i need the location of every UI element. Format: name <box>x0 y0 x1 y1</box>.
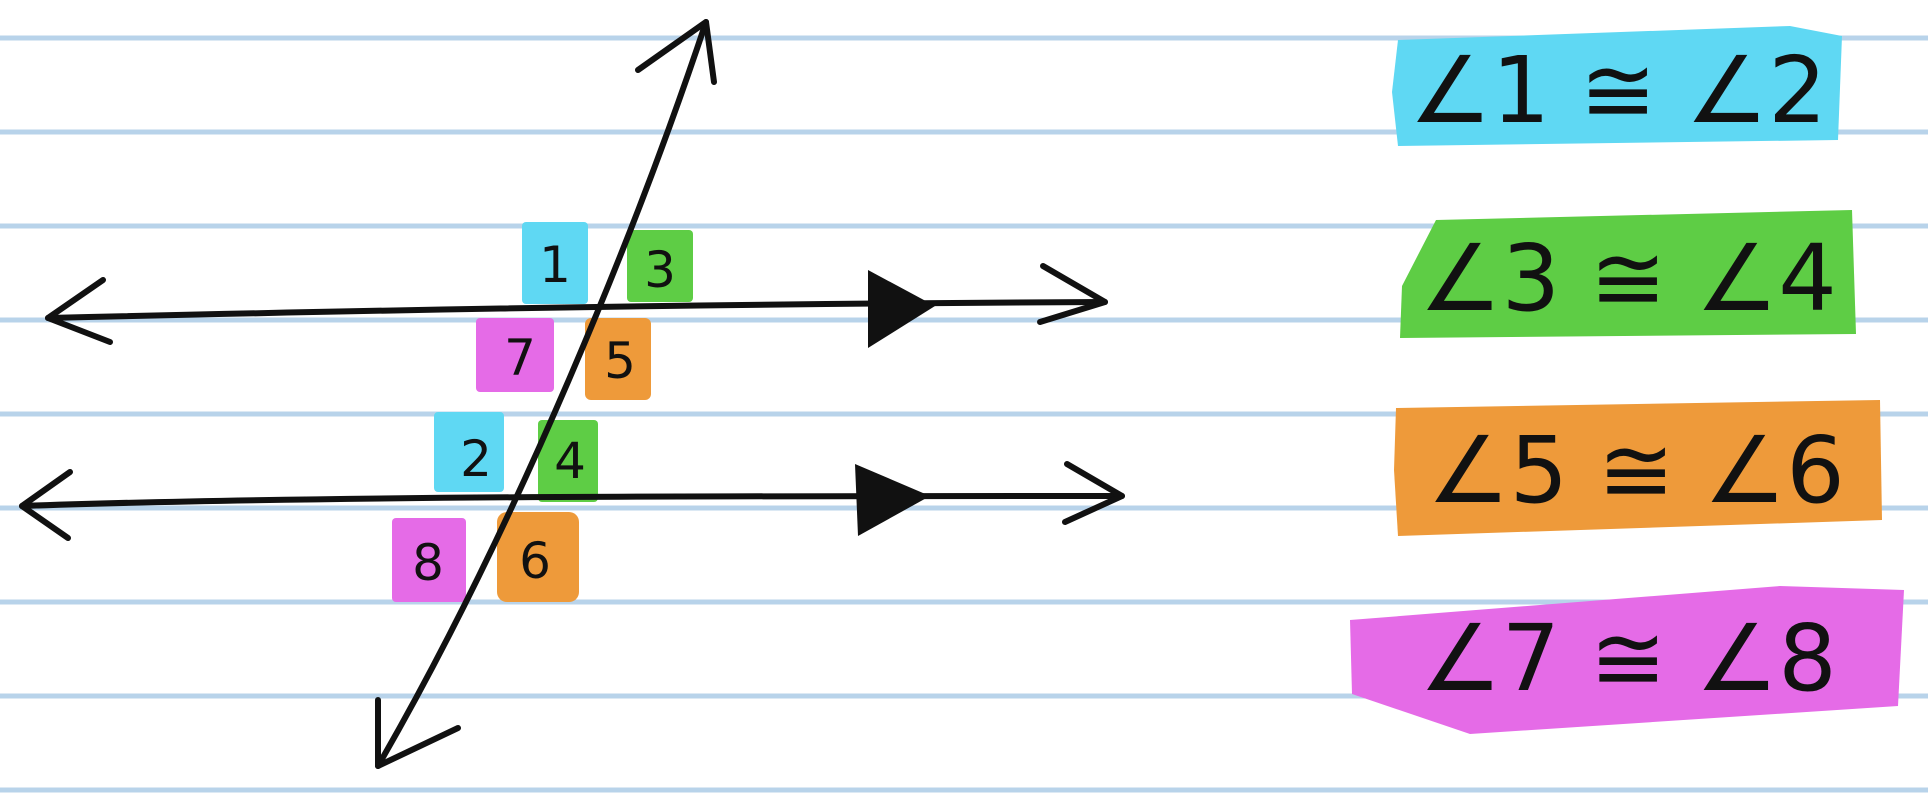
arrowhead-icon <box>19 469 73 541</box>
statement-highlight-2 <box>1400 210 1856 338</box>
angle-label-3: 3 <box>644 241 676 299</box>
angle-label-6: 6 <box>519 532 551 590</box>
arrowhead-icon <box>1062 461 1125 525</box>
statement-highlight-1 <box>1392 26 1842 146</box>
arrowhead-icon <box>45 277 113 345</box>
angle-label-4: 4 <box>554 432 586 490</box>
angle-label-5: 5 <box>604 332 636 390</box>
angle-label-2: 2 <box>460 430 492 488</box>
congruence-statements: ∠1 ≅ ∠2 ∠3 ≅ ∠4 ∠5 ≅ ∠6 ∠7 ≅ ∠8 <box>1350 26 1904 734</box>
parallel-mark-icon <box>855 464 930 536</box>
parallel-mark-icon <box>868 270 935 348</box>
statement-highlight-4 <box>1350 586 1904 734</box>
angle-highlights <box>392 222 693 602</box>
statement-4: ∠7 ≅ ∠8 <box>1419 605 1837 712</box>
transversal-line <box>375 19 717 769</box>
statement-1: ∠1 ≅ ∠2 <box>1409 37 1827 144</box>
arrowhead-icon <box>635 19 717 85</box>
highlight-angle-4 <box>538 420 598 502</box>
highlight-angle-8 <box>392 518 466 602</box>
highlight-angle-6 <box>497 512 579 602</box>
statement-3: ∠5 ≅ ∠6 <box>1427 417 1845 524</box>
upper-parallel-line <box>45 263 1108 348</box>
highlight-angle-5 <box>585 318 651 400</box>
arrowhead-icon <box>1037 263 1108 325</box>
angle-label-8: 8 <box>412 534 444 592</box>
notebook-rule-lines <box>0 35 1928 793</box>
angle-label-1: 1 <box>539 236 571 294</box>
highlight-angle-2 <box>434 412 504 492</box>
highlight-angle-3 <box>627 230 693 302</box>
highlight-angle-1 <box>522 222 588 304</box>
statement-highlight-3 <box>1394 400 1882 536</box>
arrowhead-icon <box>375 697 461 769</box>
statement-2: ∠3 ≅ ∠4 <box>1419 225 1837 332</box>
highlight-angle-7 <box>476 318 554 392</box>
angle-numbers: 1 3 7 5 2 4 8 6 <box>412 236 676 592</box>
angle-label-7: 7 <box>504 329 536 387</box>
